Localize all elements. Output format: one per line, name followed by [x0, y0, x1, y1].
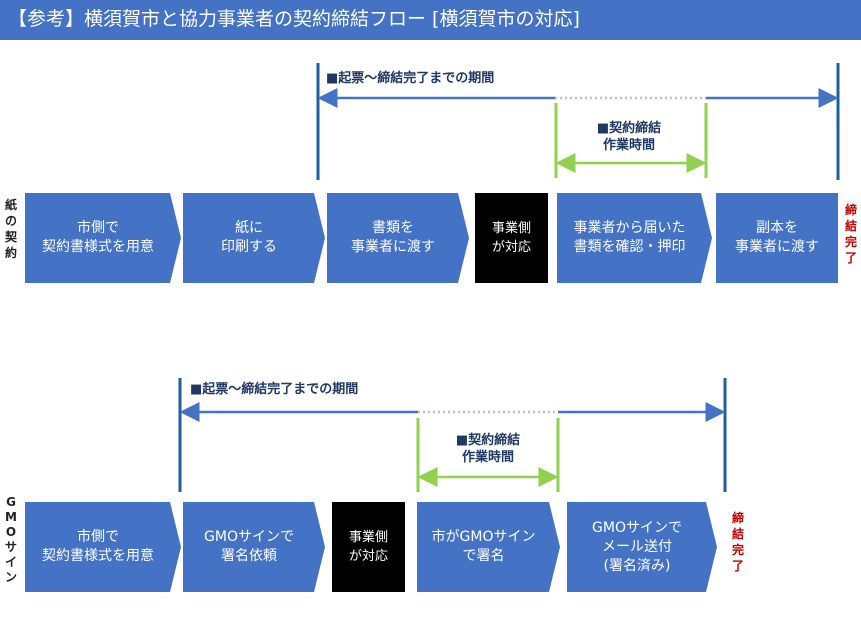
gmo-step-prepare-contract: 市側で 契約書様式を用意 — [25, 502, 181, 592]
paper-step-hand-to-vendor: 書類を 事業者に渡す — [327, 193, 469, 283]
gmo-step-vendor-action: 事業側 が対応 — [332, 502, 405, 592]
paper-step-prepare-contract: 市側で 契約書様式を用意 — [25, 193, 181, 283]
gmo-end-label: 締 結 完 了 — [731, 511, 744, 573]
gmo-row-label: G M O サ イ ン — [4, 495, 17, 584]
gmo-step-city-signs: 市がGMOサイン で署名 — [417, 502, 560, 592]
paper-end-label: 締 結 完 了 — [844, 203, 857, 265]
paper-work-label: ■契約締結 作業時間 — [596, 121, 662, 153]
page-title: 【参考】横須賀市と協力事業者の契約締結フロー [横須賀市の対応] — [0, 0, 861, 40]
paper-step-print: 紙に 印刷する — [183, 193, 325, 283]
gmo-step-signature-request: GMOサインで 署名依頼 — [183, 502, 325, 592]
paper-step-return-copy: 副本を 事業者に渡す — [716, 193, 838, 283]
paper-step-vendor-action: 事業側 が対応 — [475, 193, 548, 283]
paper-row-label: 紙 の 契 約 — [4, 198, 17, 260]
paper-step-confirm-stamp: 事業者から届いた 書類を確認・押印 — [557, 193, 712, 283]
gmo-step-send-mail: GMOサインで メール送付 (署名済み) — [567, 502, 717, 592]
gmo-work-label: ■契約締結 作業時間 — [455, 433, 521, 465]
gmo-period-label: ■起票～締結完了までの期間 — [190, 382, 359, 397]
paper-period-label: ■起票～締結完了までの期間 — [326, 71, 495, 86]
